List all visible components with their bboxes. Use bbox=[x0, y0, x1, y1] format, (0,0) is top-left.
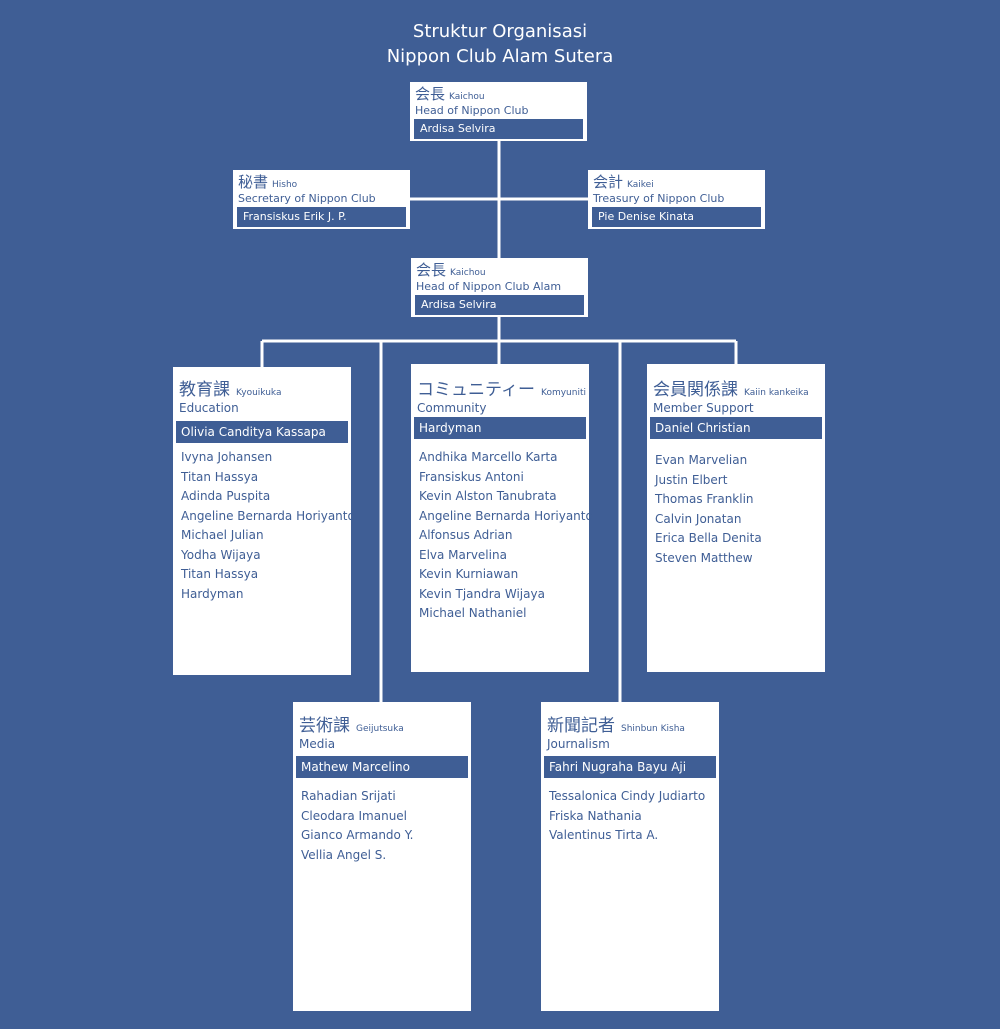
member-item: Valentinus Tirta A. bbox=[549, 828, 659, 842]
member-item: Angeline Bernarda Horiyanto bbox=[419, 508, 593, 523]
member-item: Erica Bella Denita bbox=[655, 531, 762, 545]
community-leader: Hardyman bbox=[414, 417, 586, 439]
member-item: Kevin Kurniawan bbox=[419, 567, 519, 581]
journalism-box: 新聞記者 Shinbun Kisha Journalism Fahri Nugra… bbox=[541, 702, 719, 1011]
member-item: Tessalonica Cindy Judiarto bbox=[549, 789, 706, 803]
member-support-leader: Daniel Christian bbox=[650, 417, 822, 439]
journalism-jp: 新聞記者 bbox=[547, 716, 615, 736]
journalism-romaji: Shinbun Kisha bbox=[621, 724, 685, 734]
member-item: Angeline Bernarda Horiyanto bbox=[181, 508, 355, 523]
member-item: Vellia Angel S. bbox=[301, 847, 387, 862]
member-item: Kevin Alston Tanubrata bbox=[419, 489, 557, 503]
media-member-list: Rahadian Srijati Cleodara Imanuel Gianco… bbox=[301, 787, 413, 865]
member-item: Friska Nathania bbox=[549, 808, 642, 823]
member-support-romaji: Kaiin kankeika bbox=[744, 388, 809, 398]
community-box: コミュニティー Komyuniti Community Hardyman Andh… bbox=[411, 364, 593, 672]
education-leader: Olivia Canditya Kassapa bbox=[176, 421, 348, 443]
secretary-jp: 秘書 bbox=[238, 173, 269, 191]
member-item: Gianco Armando Y. bbox=[301, 828, 414, 842]
journalism-member-list: Tessalonica Cindy Judiarto Friska Nathan… bbox=[549, 787, 705, 846]
community-member-list: Andhika Marcello Karta Fransiskus Antoni… bbox=[419, 448, 593, 624]
journalism-leader: Fahri Nugraha Bayu Aji bbox=[544, 756, 716, 778]
education-jp: 教育課 bbox=[179, 380, 230, 400]
chart-title-line2: Nippon Club Alam Sutera bbox=[386, 46, 614, 67]
member-item: Rahadian Srijati bbox=[301, 789, 396, 803]
member-item: Cleodara Imanuel bbox=[301, 808, 408, 823]
member-support-jp: 会員関係課 bbox=[653, 380, 738, 400]
member-support-label: Member Support bbox=[653, 401, 754, 415]
member-item: Hardyman bbox=[181, 586, 244, 601]
secretary-role: Secretary of Nippon Club bbox=[238, 192, 376, 205]
branch-head-name: Ardisa Selvira bbox=[415, 295, 584, 315]
member-support-member-list: Evan Marvelian Justin Elbert Thomas Fran… bbox=[655, 451, 762, 568]
treasury-name: Pie Denise Kinata bbox=[592, 207, 761, 227]
member-item: Titan Hassya bbox=[181, 469, 259, 484]
member-item: Michael Nathaniel bbox=[419, 606, 527, 620]
media-leader: Mathew Marcelino bbox=[296, 756, 468, 778]
community-jp: コミュニティー bbox=[417, 380, 535, 400]
chart-title-line1: Struktur Organisasi bbox=[412, 21, 588, 42]
media-jp: 芸術課 bbox=[299, 716, 350, 736]
community-label: Community bbox=[417, 401, 487, 415]
member-item: Justin Elbert bbox=[655, 472, 728, 487]
member-item: Adinda Puspita bbox=[181, 489, 271, 503]
member-item: Ivyna Johansen bbox=[181, 450, 273, 464]
treasury-jp: 会計 bbox=[593, 173, 624, 191]
member-item: Calvin Jonatan bbox=[655, 511, 742, 526]
member-item: Michael Julian bbox=[181, 528, 264, 542]
member-item: Titan Hassya bbox=[181, 567, 259, 581]
education-label: Education bbox=[179, 401, 239, 415]
education-box: 教育課 Kyouikuka Education Olivia Canditya K… bbox=[173, 367, 355, 675]
branch-head-romaji: Kaichou bbox=[450, 268, 486, 278]
head-role: Head of Nippon Club bbox=[415, 104, 529, 117]
member-item: Kevin Tjandra Wijaya bbox=[419, 586, 545, 601]
member-item: Andhika Marcello Karta bbox=[419, 450, 558, 464]
education-member-list: Ivyna Johansen Titan Hassya Adinda Puspi… bbox=[181, 448, 355, 604]
journalism-label: Journalism bbox=[547, 737, 610, 751]
member-item: Steven Matthew bbox=[655, 550, 753, 565]
media-label: Media bbox=[299, 737, 336, 751]
community-romaji: Komyuniti bbox=[540, 388, 586, 398]
member-item: Evan Marvelian bbox=[655, 453, 748, 467]
member-item: Fransiskus Antoni bbox=[419, 469, 524, 484]
media-box: 芸術課 Geijutsuka Media Mathew Marcelino Rah… bbox=[293, 702, 471, 1011]
member-item: Thomas Franklin bbox=[655, 492, 754, 506]
secretary-name: Fransiskus Erik J. P. bbox=[237, 207, 406, 227]
secretary-romaji: Hisho bbox=[272, 180, 298, 190]
member-item: Elva Marvelina bbox=[419, 547, 507, 562]
member-item: Yodha Wijaya bbox=[181, 547, 261, 562]
head-romaji: Kaichou bbox=[449, 92, 485, 102]
head-jp: 会長 bbox=[415, 85, 446, 103]
education-romaji: Kyouikuka bbox=[236, 388, 282, 398]
branch-head-jp: 会長 bbox=[416, 261, 447, 279]
member-item: Alfonsus Adrian bbox=[419, 528, 513, 542]
member-support-box: 会員関係課 Kaiin kankeika Member Support Danie… bbox=[647, 364, 825, 672]
treasury-role: Treasury of Nippon Club bbox=[593, 192, 725, 205]
treasury-romaji: Kaikei bbox=[627, 180, 654, 190]
head-name: Ardisa Selvira bbox=[414, 119, 583, 139]
media-romaji: Geijutsuka bbox=[356, 724, 404, 734]
